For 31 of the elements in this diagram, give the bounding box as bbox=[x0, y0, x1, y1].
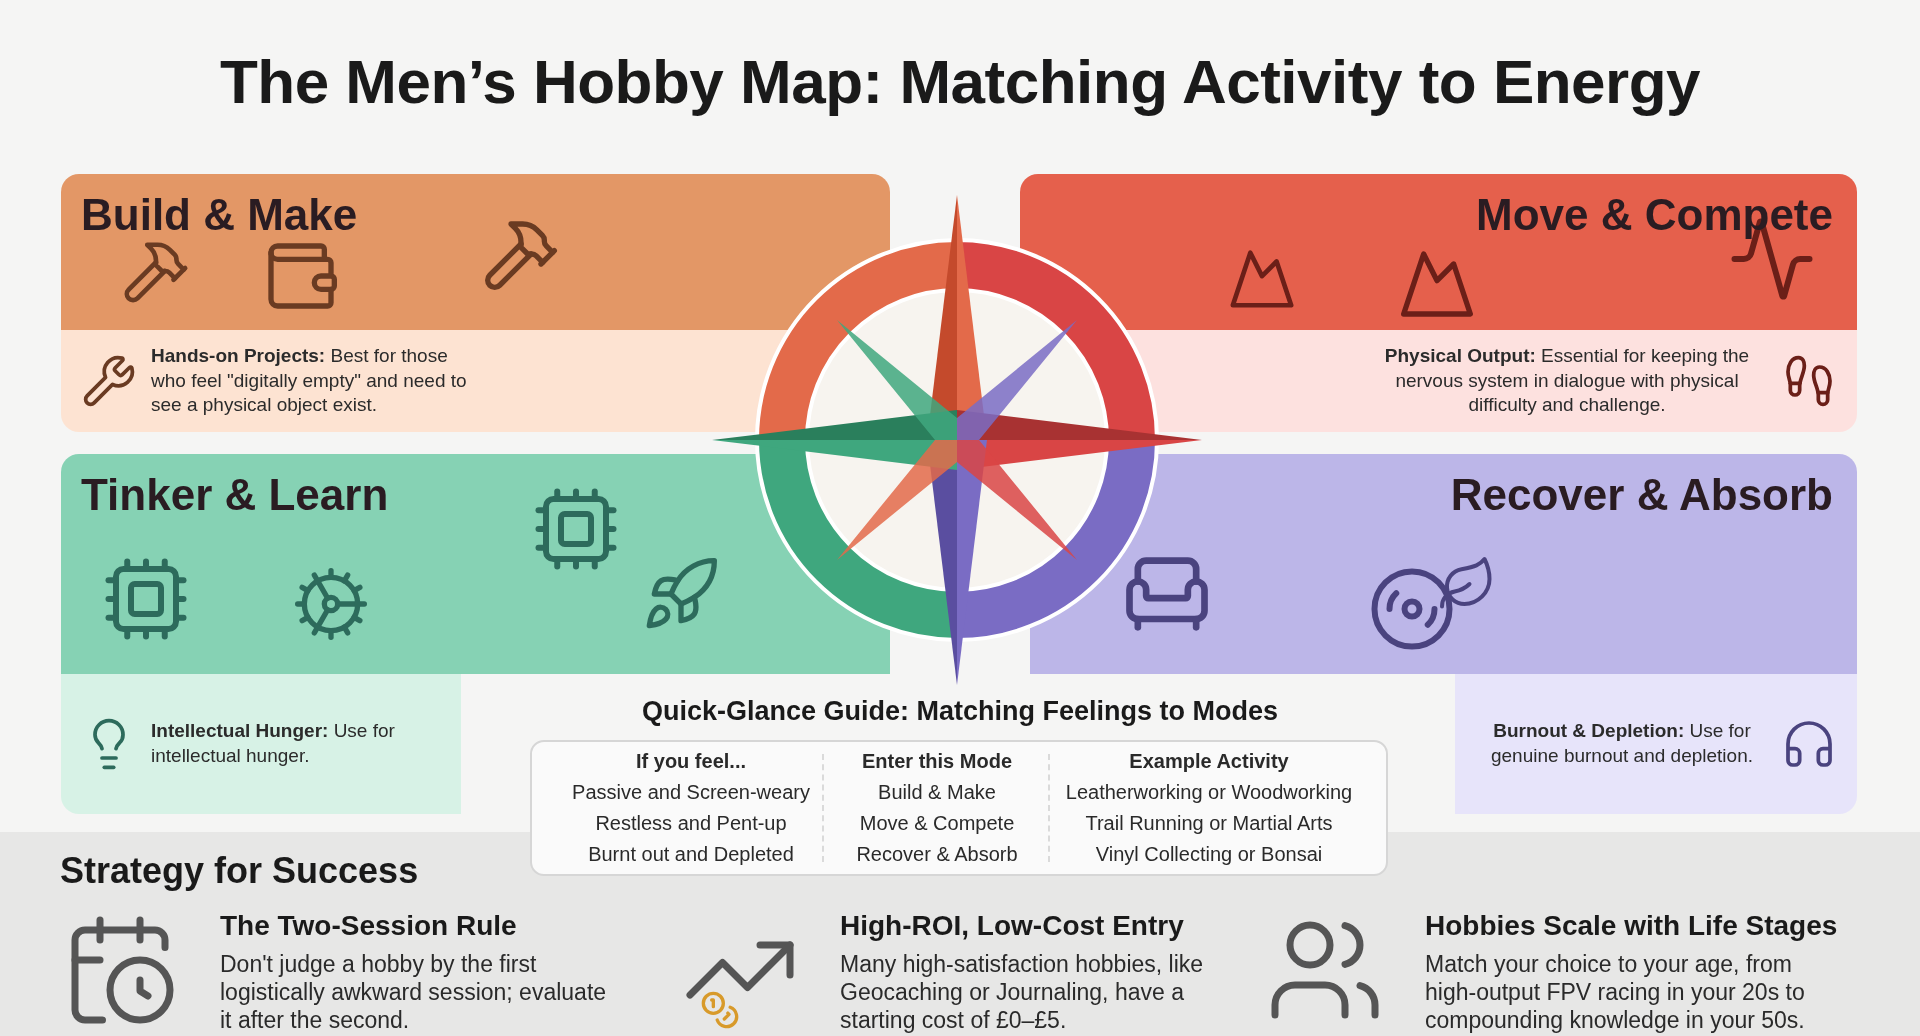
panel-title: Build & Make bbox=[81, 190, 358, 240]
item-heading: The Two-Session Rule bbox=[220, 910, 517, 942]
item-heading: High-ROI, Low-Cost Entry bbox=[840, 910, 1184, 942]
panel-description: Hands-on Projects: Best for those who feel "digitally empty" and need to see a physical object exist. bbox=[151, 343, 468, 418]
panel-title: Recover & Absorb bbox=[1450, 470, 1833, 520]
table-cell: Move & Compete bbox=[859, 812, 1015, 835]
table-cell: Restless and Pent-up bbox=[595, 812, 787, 835]
item-text: Many high-satisfaction hobbies, like Geocaching or Journaling, have a starting cost of £0–£5. bbox=[840, 950, 1205, 1035]
page-title: The Men’s Hobby Map: Matching Activity to Energy bbox=[218, 46, 1702, 117]
panel-title: Tinker & Learn bbox=[81, 470, 389, 520]
item-heading: Hobbies Scale with Life Stages bbox=[1425, 910, 1838, 942]
item-text: Match your choice to your age, from high-output FPV racing in your 20s to compounding knowledge in your 50s. bbox=[1425, 950, 1806, 1035]
table-cell: Burnt out and Depleted bbox=[588, 843, 794, 866]
guide-title: Quick-Glance Guide: Matching Feelings to Modes bbox=[640, 696, 1280, 727]
panel-description: Intellectual Hunger: Use for intellectual hunger. bbox=[151, 719, 396, 768]
table-cell: Build & Make bbox=[878, 781, 996, 804]
table-cell: Trail Running or Martial Arts bbox=[1085, 812, 1333, 835]
column-header: If you feel... bbox=[636, 750, 746, 773]
panel-title: Move & Compete bbox=[1476, 190, 1833, 240]
section-title: Strategy for Success bbox=[60, 850, 419, 892]
category-panel bbox=[1020, 174, 1857, 432]
column-header: Example Activity bbox=[1129, 750, 1289, 773]
category-panel bbox=[61, 174, 890, 432]
panel-description: Physical Output: Essential for keeping the nervous system in dialogue with physical difficulty and challenge. bbox=[1383, 343, 1751, 418]
table-cell: Recover & Absorb bbox=[856, 843, 1018, 866]
panel-description: Burnout & Depletion: Use for genuine burnout and depletion. bbox=[1490, 719, 1754, 768]
item-text: Don't judge a hobby by the first logistically awkward session; evaluate it after the second. bbox=[220, 950, 608, 1035]
table-cell: Leatherworking or Woodworking bbox=[1065, 781, 1353, 804]
column-header: Enter this Mode bbox=[862, 750, 1012, 773]
table-cell: Passive and Screen-weary bbox=[572, 781, 810, 804]
table-cell: Vinyl Collecting or Bonsai bbox=[1095, 843, 1323, 866]
